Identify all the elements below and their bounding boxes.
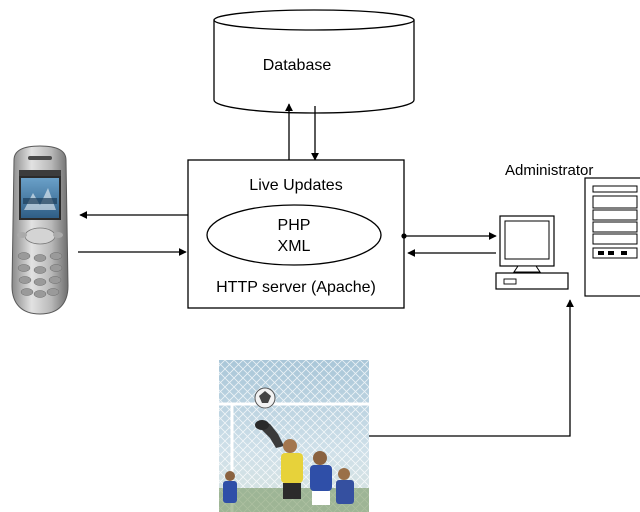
server-title: Live Updates bbox=[249, 177, 342, 194]
tech-line-php: PHP bbox=[278, 217, 311, 234]
database-cylinder: Database bbox=[213, 9, 415, 114]
tech-line-xml: XML bbox=[278, 238, 311, 255]
database-label: Database bbox=[263, 57, 332, 74]
mobile-phone-icon bbox=[11, 145, 69, 315]
tech-ellipse bbox=[206, 204, 382, 266]
server-footer: HTTP server (Apache) bbox=[216, 279, 376, 296]
football-goal-photo bbox=[219, 360, 369, 512]
http-server-box: Live Updates PHP XML HTTP server (Apache… bbox=[187, 159, 405, 309]
arrow-photo-to-admin bbox=[369, 299, 574, 437]
administrator-label: Administrator bbox=[505, 162, 593, 179]
server-tower-icon bbox=[584, 177, 640, 297]
desktop-computer-icon bbox=[495, 215, 569, 290]
